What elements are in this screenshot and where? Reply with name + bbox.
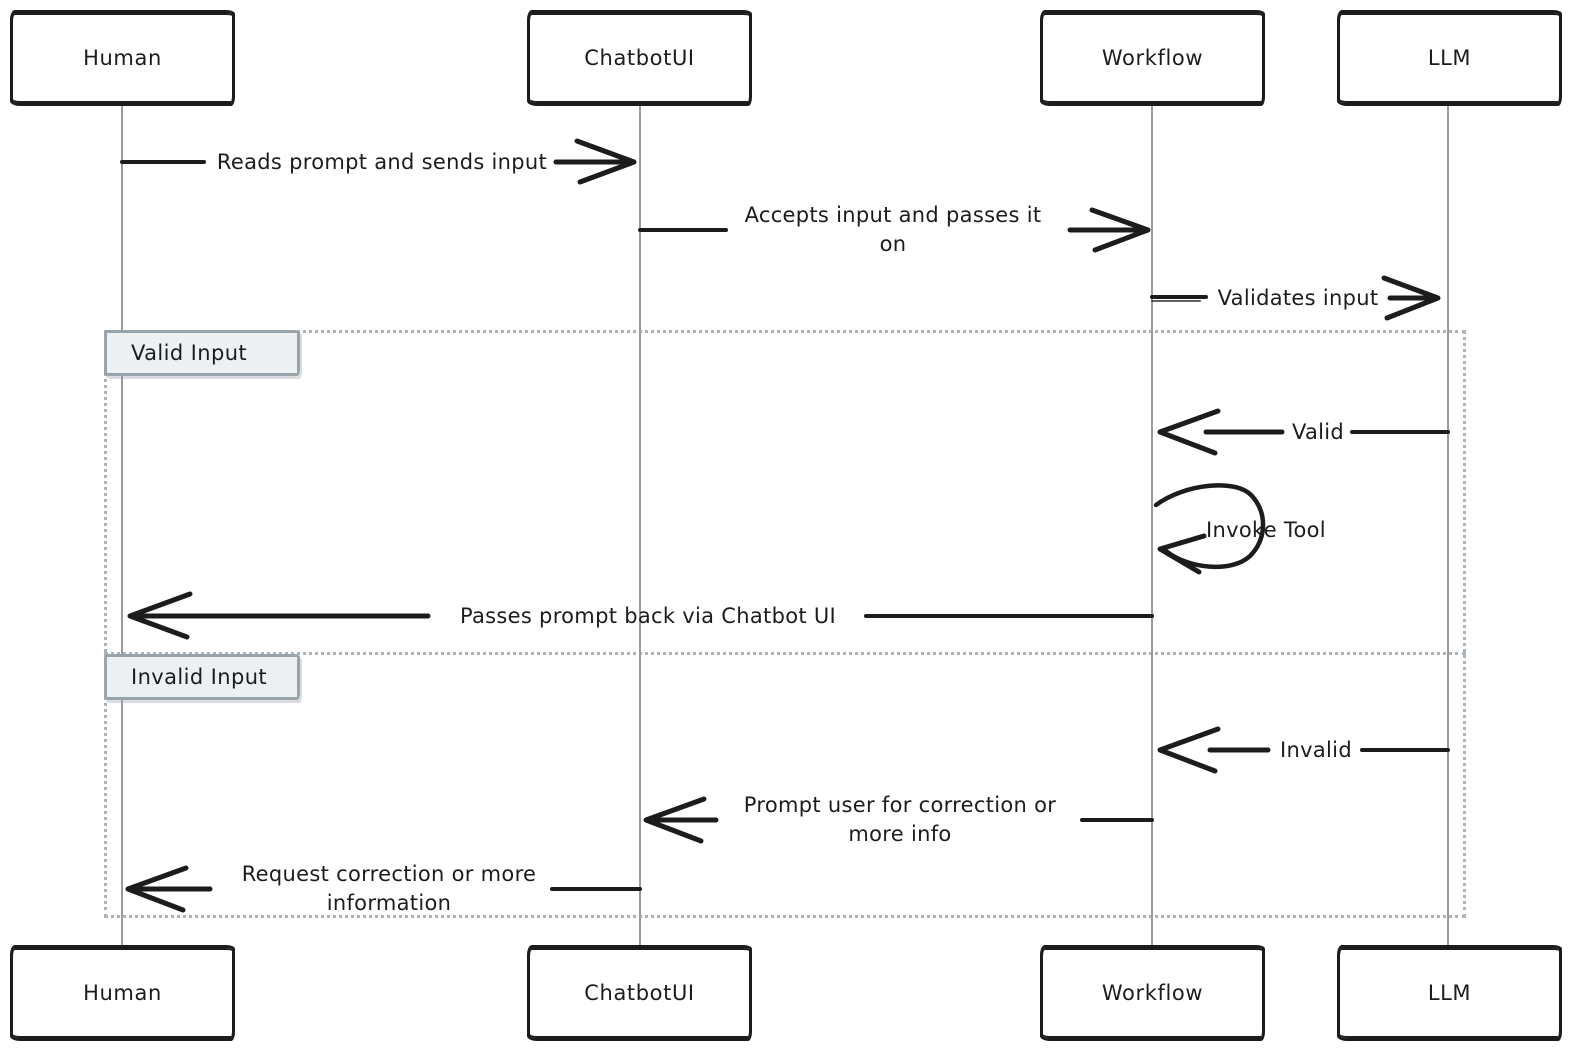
message-label-request-correction: Request correction or more information <box>241 862 537 915</box>
section-label-invalid-text: Invalid Input <box>131 665 268 689</box>
arrow-passes-back <box>127 591 1154 640</box>
section-label-valid: Valid Input <box>104 330 300 376</box>
actor-workflow-bottom-label: Workflow <box>1101 981 1204 1005</box>
arrow-invoke-tool-loop <box>1153 483 1266 575</box>
alt-frame <box>104 330 1466 918</box>
actor-human-top-label: Human <box>83 46 162 70</box>
actor-llm-top: LLM <box>1337 10 1562 106</box>
section-label-invalid: Invalid Input <box>104 654 300 700</box>
arrow-accepts-input <box>638 207 1151 253</box>
message-label-valid: Valid <box>1291 420 1345 444</box>
lifelines <box>121 106 1449 945</box>
actor-llm-bottom-label: LLM <box>1427 981 1472 1005</box>
message-label-prompt-user: Prompt user for correction or more info <box>743 793 1057 846</box>
arrow-request-correction <box>125 865 642 913</box>
actor-human-top: Human <box>10 10 235 106</box>
actor-workflow-top: Workflow <box>1040 10 1265 106</box>
actor-chatbotui-top-label: ChatbotUI <box>584 46 695 70</box>
message-label-invalid: Invalid <box>1280 738 1352 762</box>
message-label-reads-prompt: Reads prompt and sends input <box>216 150 548 174</box>
actor-chatbotui-top: ChatbotUI <box>527 10 752 106</box>
actor-llm-top-label: LLM <box>1427 46 1472 70</box>
message-label-validates-input: Validates input <box>1217 286 1379 310</box>
arrow-valid <box>1157 408 1450 456</box>
arrow-invalid <box>1157 726 1450 774</box>
actor-human-bottom-label: Human <box>83 981 162 1005</box>
actor-llm-bottom: LLM <box>1337 945 1562 1041</box>
alt-divider <box>104 652 1466 655</box>
message-label-passes-back: Passes prompt back via Chatbot UI <box>459 604 837 628</box>
section-label-valid-text: Valid Input <box>131 341 248 365</box>
arrow-reads-prompt <box>120 138 637 185</box>
message-label-accepts-input: Accepts input and passes it on <box>744 203 1042 256</box>
actor-workflow-bottom: Workflow <box>1040 945 1265 1041</box>
arrow-prompt-user <box>643 796 1154 844</box>
message-label-invoke-tool: Invoke Tool <box>1206 518 1326 542</box>
actor-chatbotui-bottom-label: ChatbotUI <box>584 981 695 1005</box>
actor-workflow-top-label: Workflow <box>1101 46 1204 70</box>
actor-human-bottom: Human <box>10 945 235 1041</box>
actor-chatbotui-bottom: ChatbotUI <box>527 945 752 1041</box>
arrow-validates-input <box>1150 275 1441 321</box>
